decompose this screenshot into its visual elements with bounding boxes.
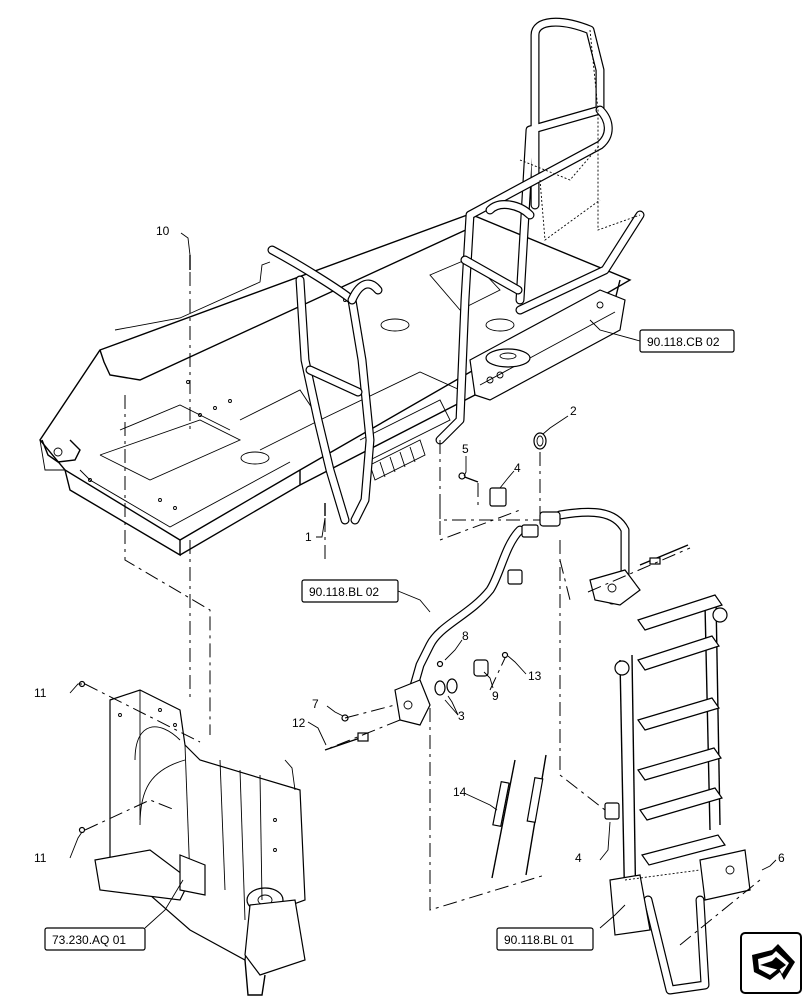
callout-2: 2	[570, 404, 577, 418]
callout-14: 14	[453, 785, 467, 799]
callout-10: 10	[156, 224, 170, 238]
callout-6: 6	[778, 851, 785, 865]
ref-90-118-cb-02[interactable]: 90.118.CB 02	[639, 329, 735, 353]
ref-label: 90.118.BL 02	[309, 585, 379, 599]
handrail-left	[267, 245, 383, 525]
callout-12: 12	[292, 716, 306, 730]
callout-4-top: 4	[514, 461, 521, 475]
callout-labels: 10 1 2 5 4 8 9 13 3 7 12 11 11 14 4 6	[34, 224, 785, 865]
callout-8: 8	[462, 629, 469, 643]
support-frame	[78, 680, 306, 996]
ref-label: 90.118.BL 01	[504, 933, 574, 947]
callout-5: 5	[462, 442, 469, 456]
assembly-lines	[84, 272, 761, 946]
ref-label: 73.230.AQ 01	[52, 933, 126, 947]
callout-1: 1	[305, 530, 312, 544]
callout-11-top: 11	[34, 686, 47, 700]
callout-9: 9	[492, 689, 499, 703]
gas-struts	[491, 754, 547, 879]
callout-11-bottom: 11	[34, 851, 47, 865]
ladder-assembly	[609, 594, 751, 995]
callout-13: 13	[528, 669, 542, 683]
ref-73-230-aq-01[interactable]: 73.230.AQ 01	[44, 927, 146, 951]
platform-deck	[39, 213, 632, 557]
reference-boxes: 90.118.CB 02 90.118.BL 02 73.230.AQ 01 9…	[44, 329, 735, 951]
callout-3: 3	[458, 709, 465, 723]
callout-7: 7	[312, 697, 319, 711]
ref-label: 90.118.CB 02	[647, 335, 720, 349]
callout-leaders	[69, 232, 777, 929]
center-hose-assembly	[189, 255, 689, 820]
handrail-right	[435, 17, 645, 445]
next-page-arrow-icon[interactable]	[740, 932, 802, 994]
ref-90-118-bl-02[interactable]: 90.118.BL 02	[301, 579, 399, 603]
ref-90-118-bl-01[interactable]: 90.118.BL 01	[496, 927, 594, 951]
callout-4-bottom: 4	[575, 851, 582, 865]
